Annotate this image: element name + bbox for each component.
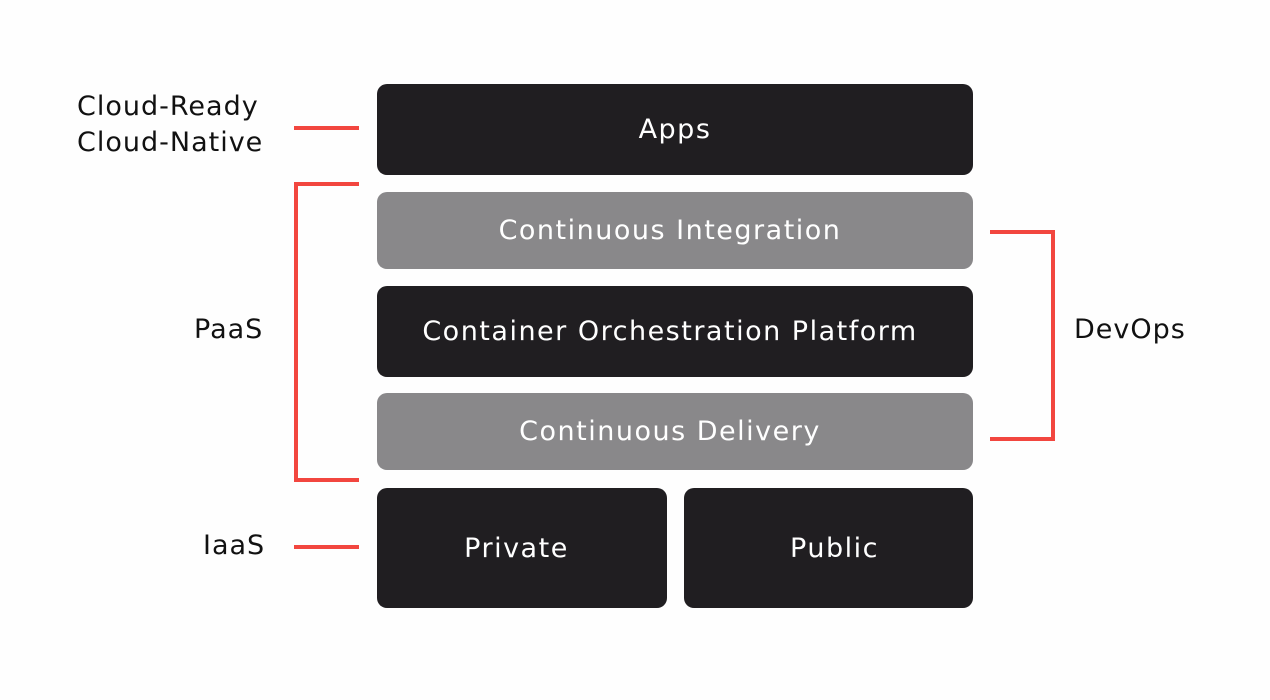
public-cloud-block: Public [684, 488, 973, 608]
devops-label: DevOps [1074, 314, 1186, 345]
continuous-integration-block: Continuous Integration [377, 192, 973, 269]
public-cloud-label: Public [790, 532, 879, 564]
cloud-ready-label: Cloud-Ready [77, 91, 259, 122]
paas-label: PaaS [194, 314, 264, 345]
continuous-integration-label: Continuous Integration [498, 215, 842, 246]
iaas-label: IaaS [203, 530, 266, 561]
private-cloud-label: Private [464, 532, 569, 564]
cloud-ready-native-label: Cloud-Ready Cloud-Native [77, 89, 263, 161]
private-cloud-block: Private [377, 488, 667, 608]
cloud-native-label: Cloud-Native [77, 127, 264, 158]
paas-bracket [294, 182, 359, 482]
continuous-delivery-block: Continuous Delivery [377, 393, 973, 470]
container-orchestration-block: Container Orchestration Platform [377, 286, 973, 377]
devops-bracket [990, 230, 1055, 441]
continuous-delivery-label: Continuous Delivery [519, 416, 821, 447]
apps-block-label: Apps [638, 114, 712, 145]
container-orchestration-label: Container Orchestration Platform [422, 316, 918, 347]
apps-block: Apps [377, 84, 973, 175]
